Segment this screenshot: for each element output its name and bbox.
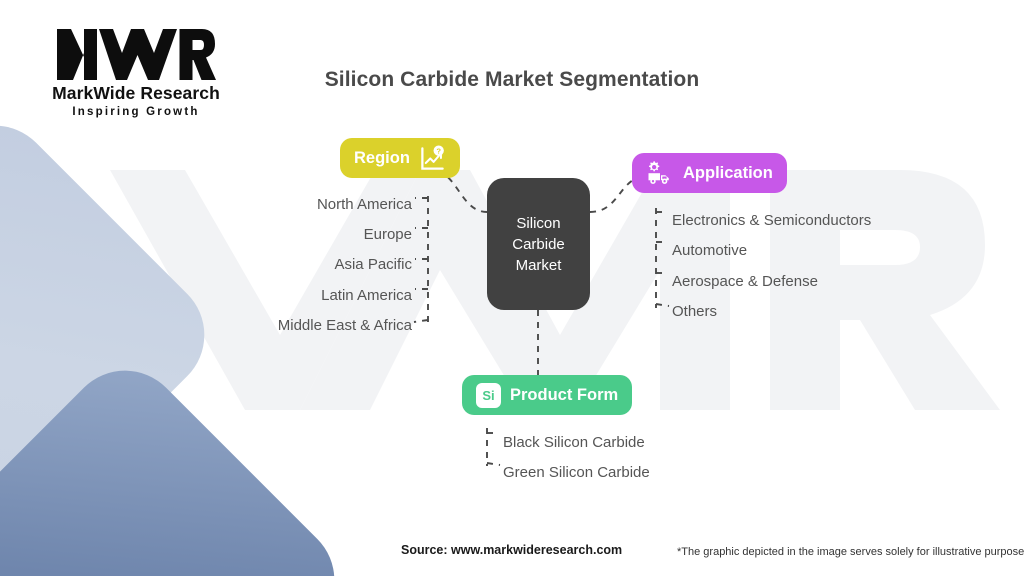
list-item: Others [672, 303, 718, 321]
list-item: Green Silicon Carbide [503, 464, 650, 482]
region-item-list: North America Europe Asia Pacific Latin … [0, 190, 412, 341]
center-node: Silicon Carbide Market [487, 178, 590, 310]
list-item: Automotive [672, 242, 748, 260]
list-item: Asia Pacific [334, 256, 412, 274]
center-node-line-2: Carbide [512, 235, 565, 253]
branch-label-application: Application [683, 163, 773, 182]
silicon-symbol-text: Si [476, 382, 501, 408]
source-note: Source: www.markwideresearch.com [401, 543, 623, 557]
list-item: Black Silicon Carbide [503, 434, 645, 451]
brand-logo: MarkWide Research Inspiring Growth [36, 26, 236, 118]
delivery-truck-gear-icon [646, 160, 674, 186]
center-node-line-3: Market [515, 256, 562, 274]
mwr-monogram-icon [57, 29, 216, 80]
page-title: Silicon Carbide Market Segmentation [324, 68, 700, 91]
application-item-list: Electronics & Semiconductors Automotive … [672, 206, 871, 328]
list-item: North America [316, 196, 412, 213]
list-item: Electronics & Semiconductors [672, 212, 872, 229]
chart-analytics-icon: ? [419, 144, 446, 172]
disclaimer-note: *The graphic depicted in the image serve… [677, 546, 1024, 558]
branch-label-region: Region [354, 148, 410, 167]
list-item: Europe [363, 226, 412, 244]
center-node-line-1: Silicon [516, 214, 561, 232]
silicon-element-icon: Si [476, 382, 501, 408]
branch-badge-region[interactable]: Region ? [340, 138, 460, 178]
list-item: Latin America [321, 286, 412, 304]
logo-company-name: MarkWide Research [52, 83, 220, 103]
branch-label-product-form: Product Form [510, 385, 619, 404]
list-item: Aerospace & Defense [672, 272, 818, 290]
list-item: Middle East & Africa [277, 316, 412, 334]
branch-badge-application[interactable]: Application [632, 153, 787, 193]
product-form-item-list: Black Silicon Carbide Green Silicon Carb… [503, 428, 650, 489]
branch-badge-product-form[interactable]: Si Product Form [462, 375, 633, 415]
logo-tagline: Inspiring Growth [72, 106, 200, 118]
svg-text:?: ? [436, 146, 441, 155]
